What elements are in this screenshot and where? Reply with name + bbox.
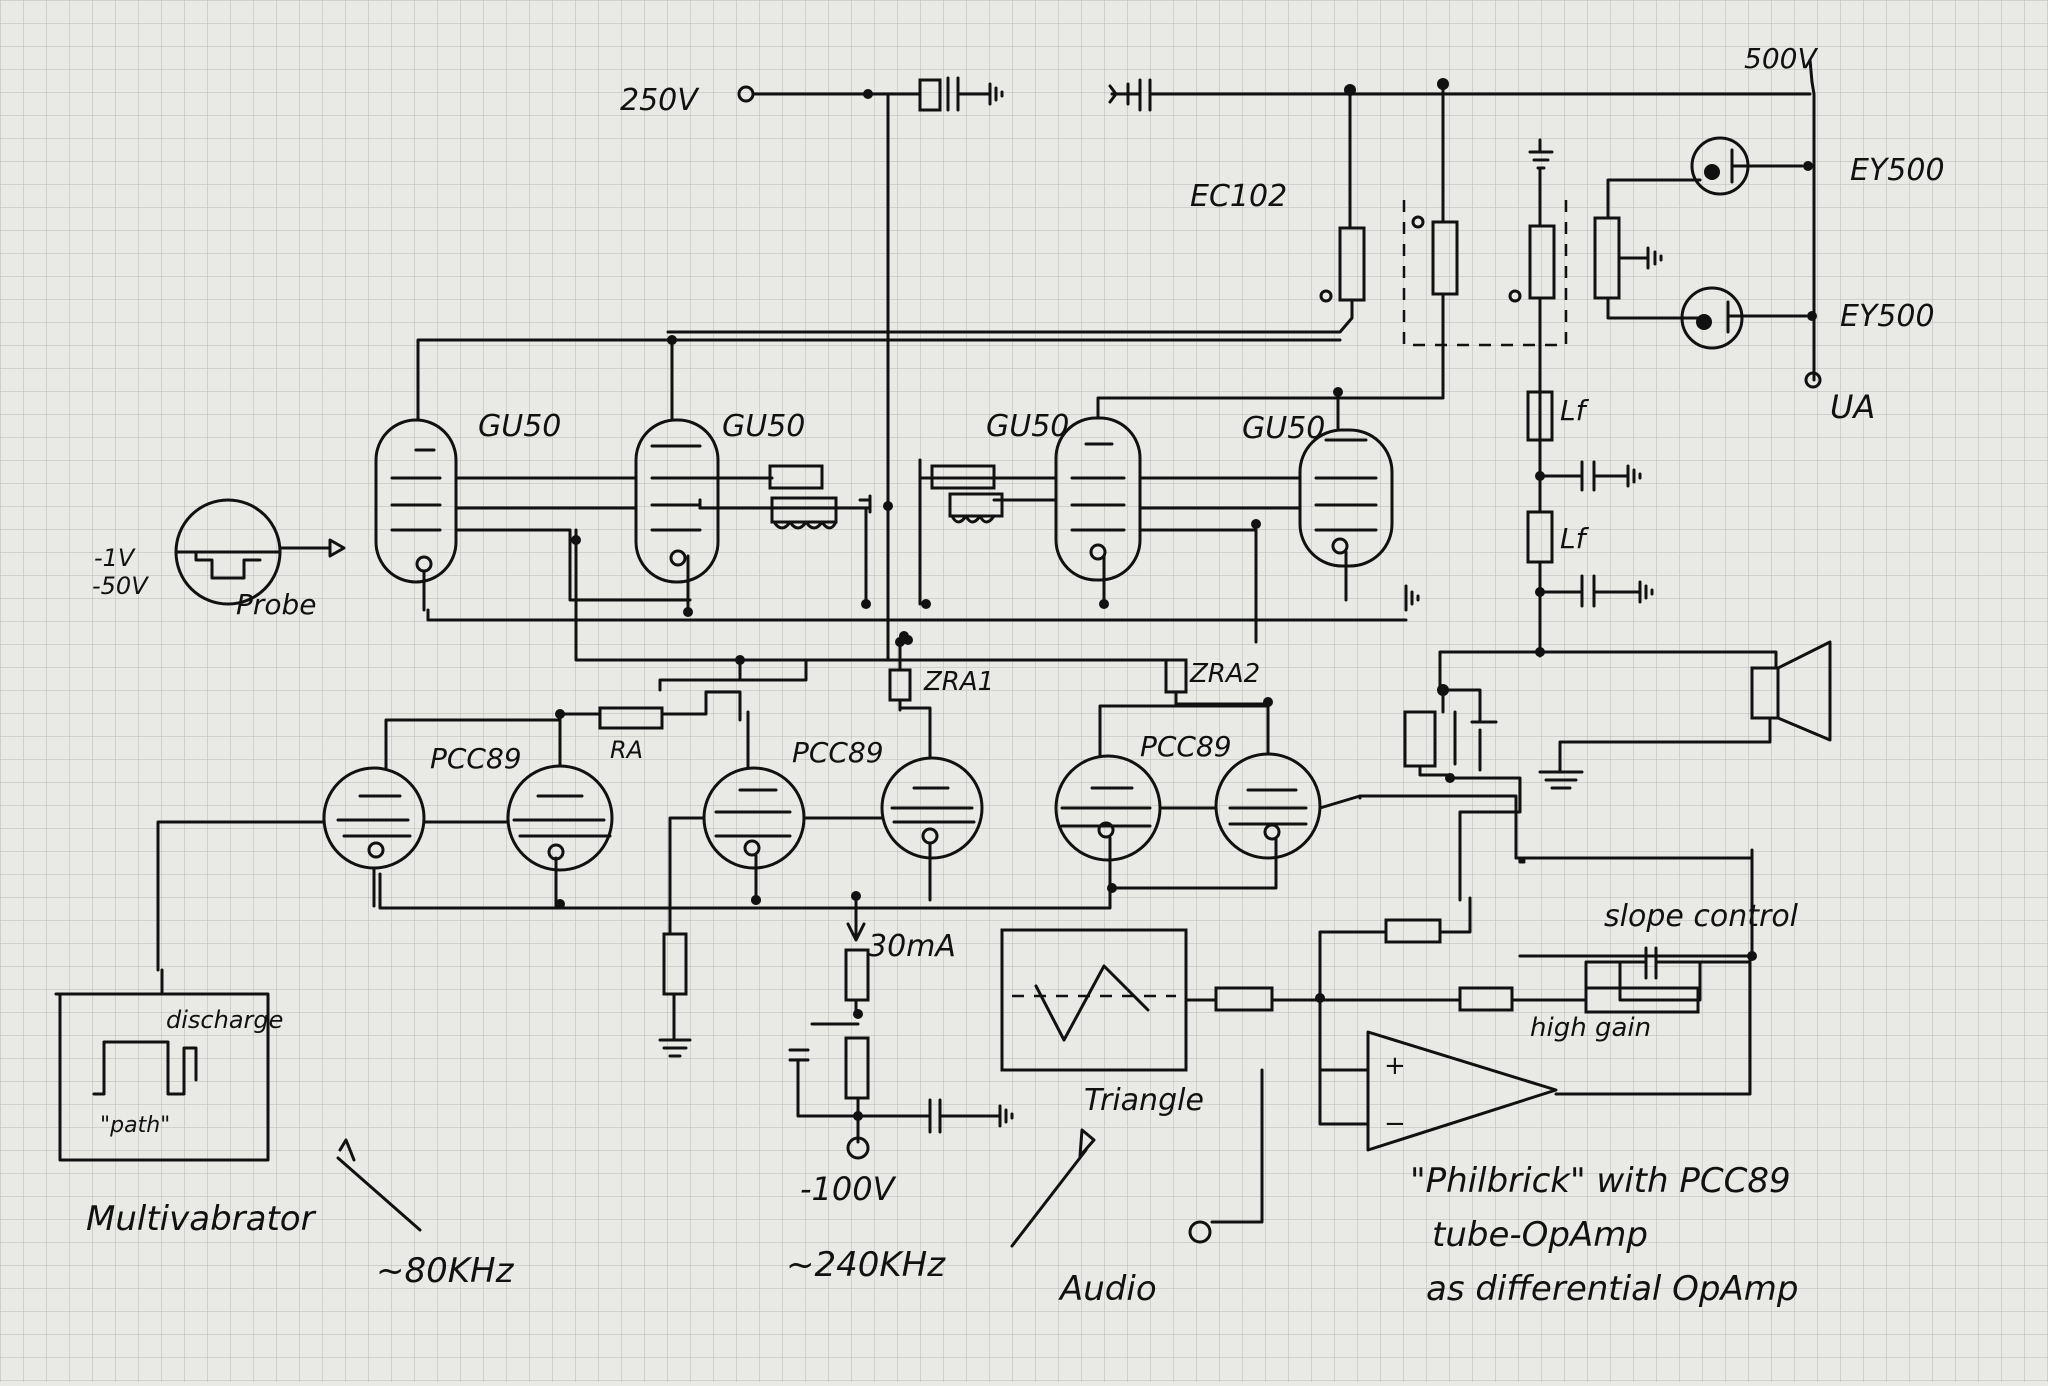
label-500v: 500V [1744,42,1818,75]
label-ua: UA [1830,388,1875,426]
label-philbrick-line-2: tube-OpAmp [1432,1215,1648,1255]
label-input-voltage-1: -1V [94,544,136,572]
label-pcc89-3: PCC89 [1140,730,1232,763]
label-ey500-bottom: EY500 [1840,299,1935,334]
label-gu50-4: GU50 [1242,411,1325,446]
label-lf-2: Lf [1560,522,1590,555]
label-path: "path" [100,1113,170,1138]
current-source [788,894,1014,1160]
label-opamp-minus: − [1384,1109,1406,1139]
cathode-rail [378,872,1278,1058]
label-audio: Audio [1058,1269,1157,1309]
label-lf-1: Lf [1560,394,1590,427]
label-probe: Probe [236,588,317,621]
label-opamp-plus: + [1384,1051,1406,1081]
label-philbrick-line-3: as differential OpAmp [1426,1269,1798,1309]
pcc89-stage-1 [156,712,614,972]
label-input-voltage-2: -50V [92,572,149,600]
label-high-gain: high gain [1530,1013,1651,1043]
gu50-tube-4 [1298,387,1394,602]
label-philbrick-line-1: "Philbrick" with PCC89 [1410,1161,1791,1201]
label-triangle: Triangle [1084,1083,1204,1118]
gu50-tube-1 [374,338,1342,612]
gu50-tube-2 [634,335,720,617]
label-multivibrator: Multivabrator [86,1199,317,1239]
probe [174,498,346,606]
supply-rail [737,58,1822,389]
label-ey500-top: EY500 [1850,153,1945,188]
label-discharge: discharge [166,1006,283,1034]
label-minus-100v: -100V [800,1170,897,1208]
ec102-section [666,82,1817,442]
multivibrator [54,968,422,1232]
label-30ma: 30mA [868,929,956,964]
label-zra2: ZRA2 [1189,659,1260,689]
label-pcc89-2: PCC89 [792,736,884,769]
label-240khz: ~240KHz [786,1245,946,1285]
label-zra1: ZRA1 [923,667,994,697]
bias-chain [555,631,1188,730]
label-gu50-1: GU50 [478,409,561,444]
label-pcc89-1: PCC89 [430,742,522,775]
label-ec102: EC102 [1190,179,1287,214]
filter-chain [1403,390,1832,902]
label-ra: RA [610,736,643,764]
label-gu50-2: GU50 [722,409,805,444]
pcc89-stage-2 [668,698,984,932]
label-250v: 250V [620,83,700,118]
triangle-display [1000,928,1322,1248]
label-gu50-3: GU50 [986,409,1069,444]
label-80khz: ~80KHz [376,1251,515,1291]
gu50-wiring [426,92,1420,662]
opamp [1188,848,1757,1244]
label-slope-control: slope control [1604,899,1799,934]
